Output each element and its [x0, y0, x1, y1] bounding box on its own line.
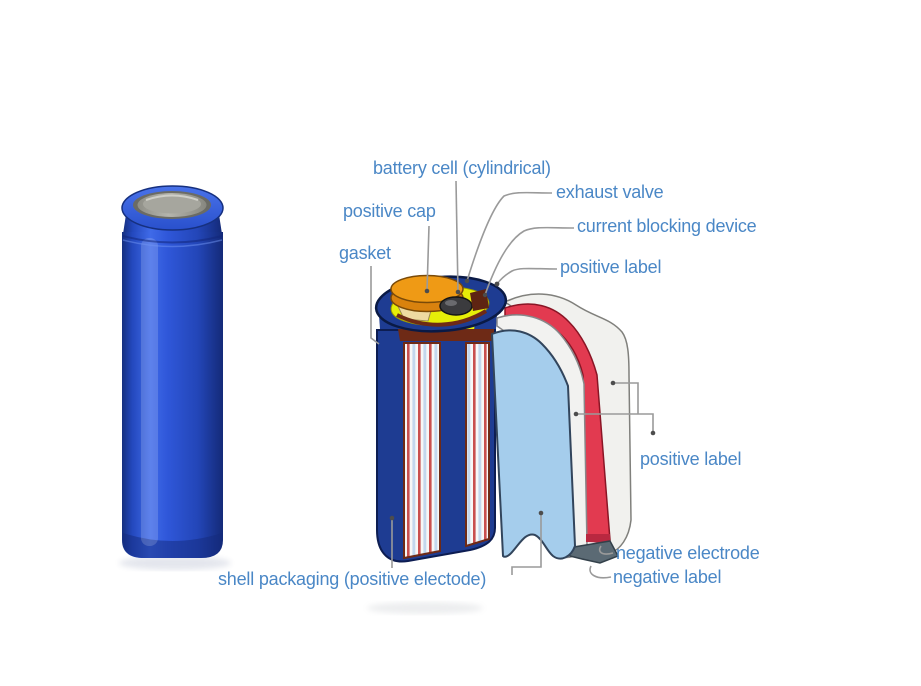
label-negative-label: negative label — [613, 567, 722, 587]
label-negative-electrode: negative electrode — [616, 543, 760, 563]
leader-dots — [389, 278, 656, 521]
negative-tab — [567, 534, 620, 564]
sheet-shell-lightblue — [490, 329, 577, 560]
label-current-blocking-device: current blocking device — [577, 216, 757, 236]
battery-photo — [119, 185, 231, 570]
label-shell-packaging: shell packaging (positive electode) — [218, 569, 487, 589]
exhaust-valve-part — [439, 296, 473, 316]
label-positive-label-mid: positive label — [640, 449, 742, 469]
leader-lines — [370, 180, 656, 579]
top-cap-assembly — [374, 274, 508, 333]
label-battery-cell: battery cell (cylindrical) — [373, 158, 551, 178]
label-positive-label-top: positive label — [560, 257, 662, 277]
label-gasket: gasket — [339, 243, 391, 263]
label-positive-cap: positive cap — [343, 201, 436, 221]
electrode-stripes — [403, 342, 490, 560]
can-body — [376, 315, 497, 563]
cell-cutaway — [367, 274, 632, 614]
label-exhaust-valve: exhaust valve — [556, 182, 664, 202]
